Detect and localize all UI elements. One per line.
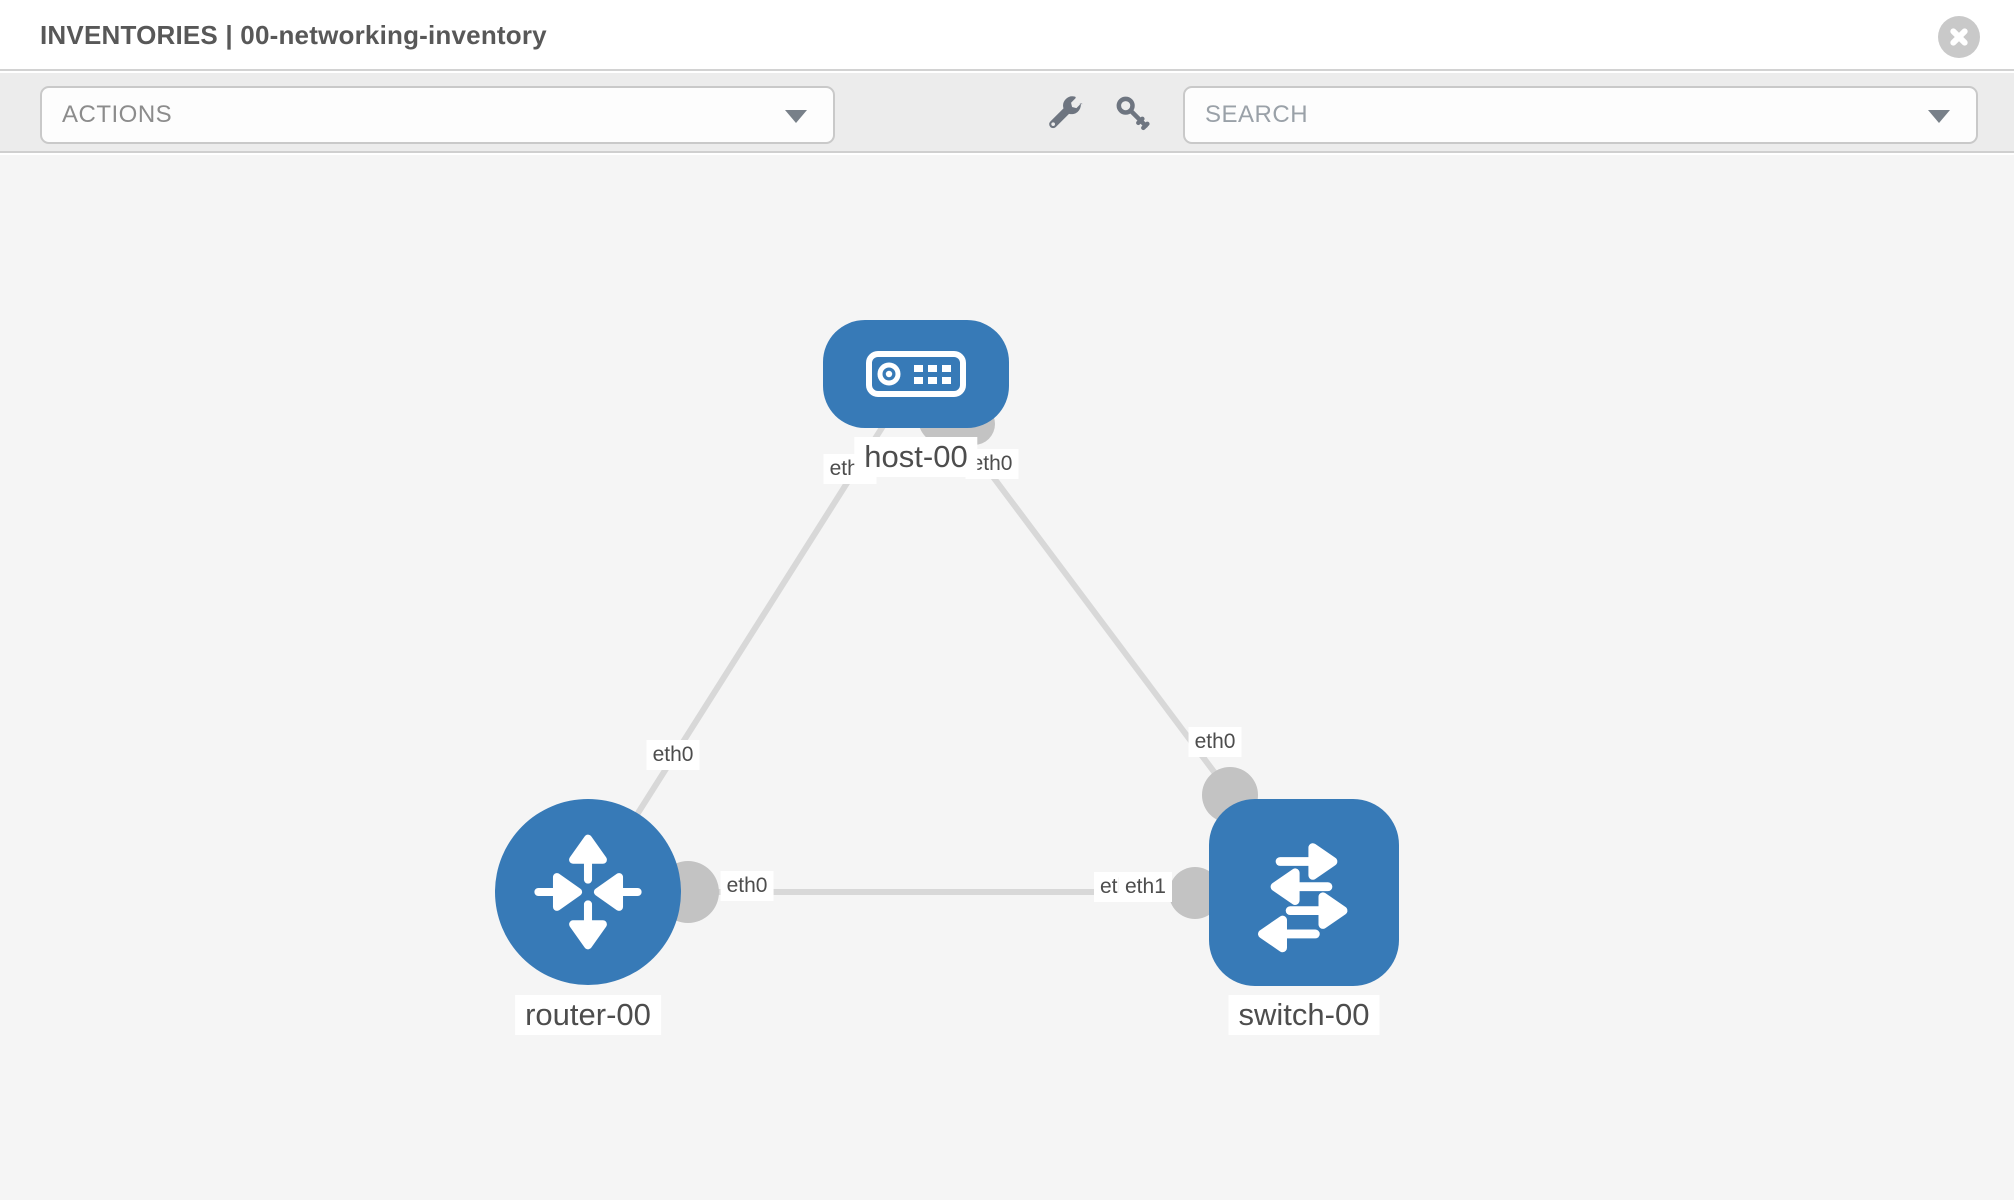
chevron-down-icon bbox=[1928, 110, 1950, 123]
topology-links bbox=[585, 372, 1307, 895]
wrench-icon[interactable] bbox=[1046, 93, 1086, 133]
node-label-host: host-00 bbox=[854, 437, 978, 477]
node-label-switch: switch-00 bbox=[1228, 995, 1380, 1035]
search-input[interactable]: SEARCH bbox=[1183, 86, 1978, 144]
switch-icon bbox=[1258, 842, 1348, 952]
server-icon bbox=[866, 351, 966, 397]
close-icon[interactable] bbox=[1938, 16, 1980, 58]
node-label-router: router-00 bbox=[515, 995, 661, 1035]
toolbar: ACTIONS SEARCH bbox=[0, 73, 2014, 153]
title-bar: INVENTORIES | 00-networking-inventory bbox=[0, 0, 2014, 71]
router-icon bbox=[534, 834, 642, 950]
actions-dropdown-label: ACTIONS bbox=[62, 101, 173, 128]
topology-canvas[interactable]: eth0 eth0 eth0 eth0 eth0 eth0 eth1 host-… bbox=[0, 155, 2014, 1200]
interface-label: eth0 bbox=[720, 871, 774, 901]
actions-dropdown[interactable]: ACTIONS bbox=[40, 86, 835, 144]
page-title: INVENTORIES | 00-networking-inventory bbox=[40, 20, 547, 50]
interface-label: eth0 bbox=[646, 740, 700, 770]
search-placeholder: SEARCH bbox=[1205, 101, 1309, 128]
key-icon[interactable] bbox=[1113, 93, 1153, 133]
node-switch-00[interactable] bbox=[1209, 799, 1399, 986]
chevron-down-icon bbox=[785, 110, 807, 123]
interface-label: eth1 bbox=[1119, 872, 1172, 902]
interface-label: eth0 bbox=[1188, 727, 1242, 757]
node-host-00[interactable] bbox=[823, 320, 1009, 428]
node-router-00[interactable] bbox=[495, 799, 681, 985]
